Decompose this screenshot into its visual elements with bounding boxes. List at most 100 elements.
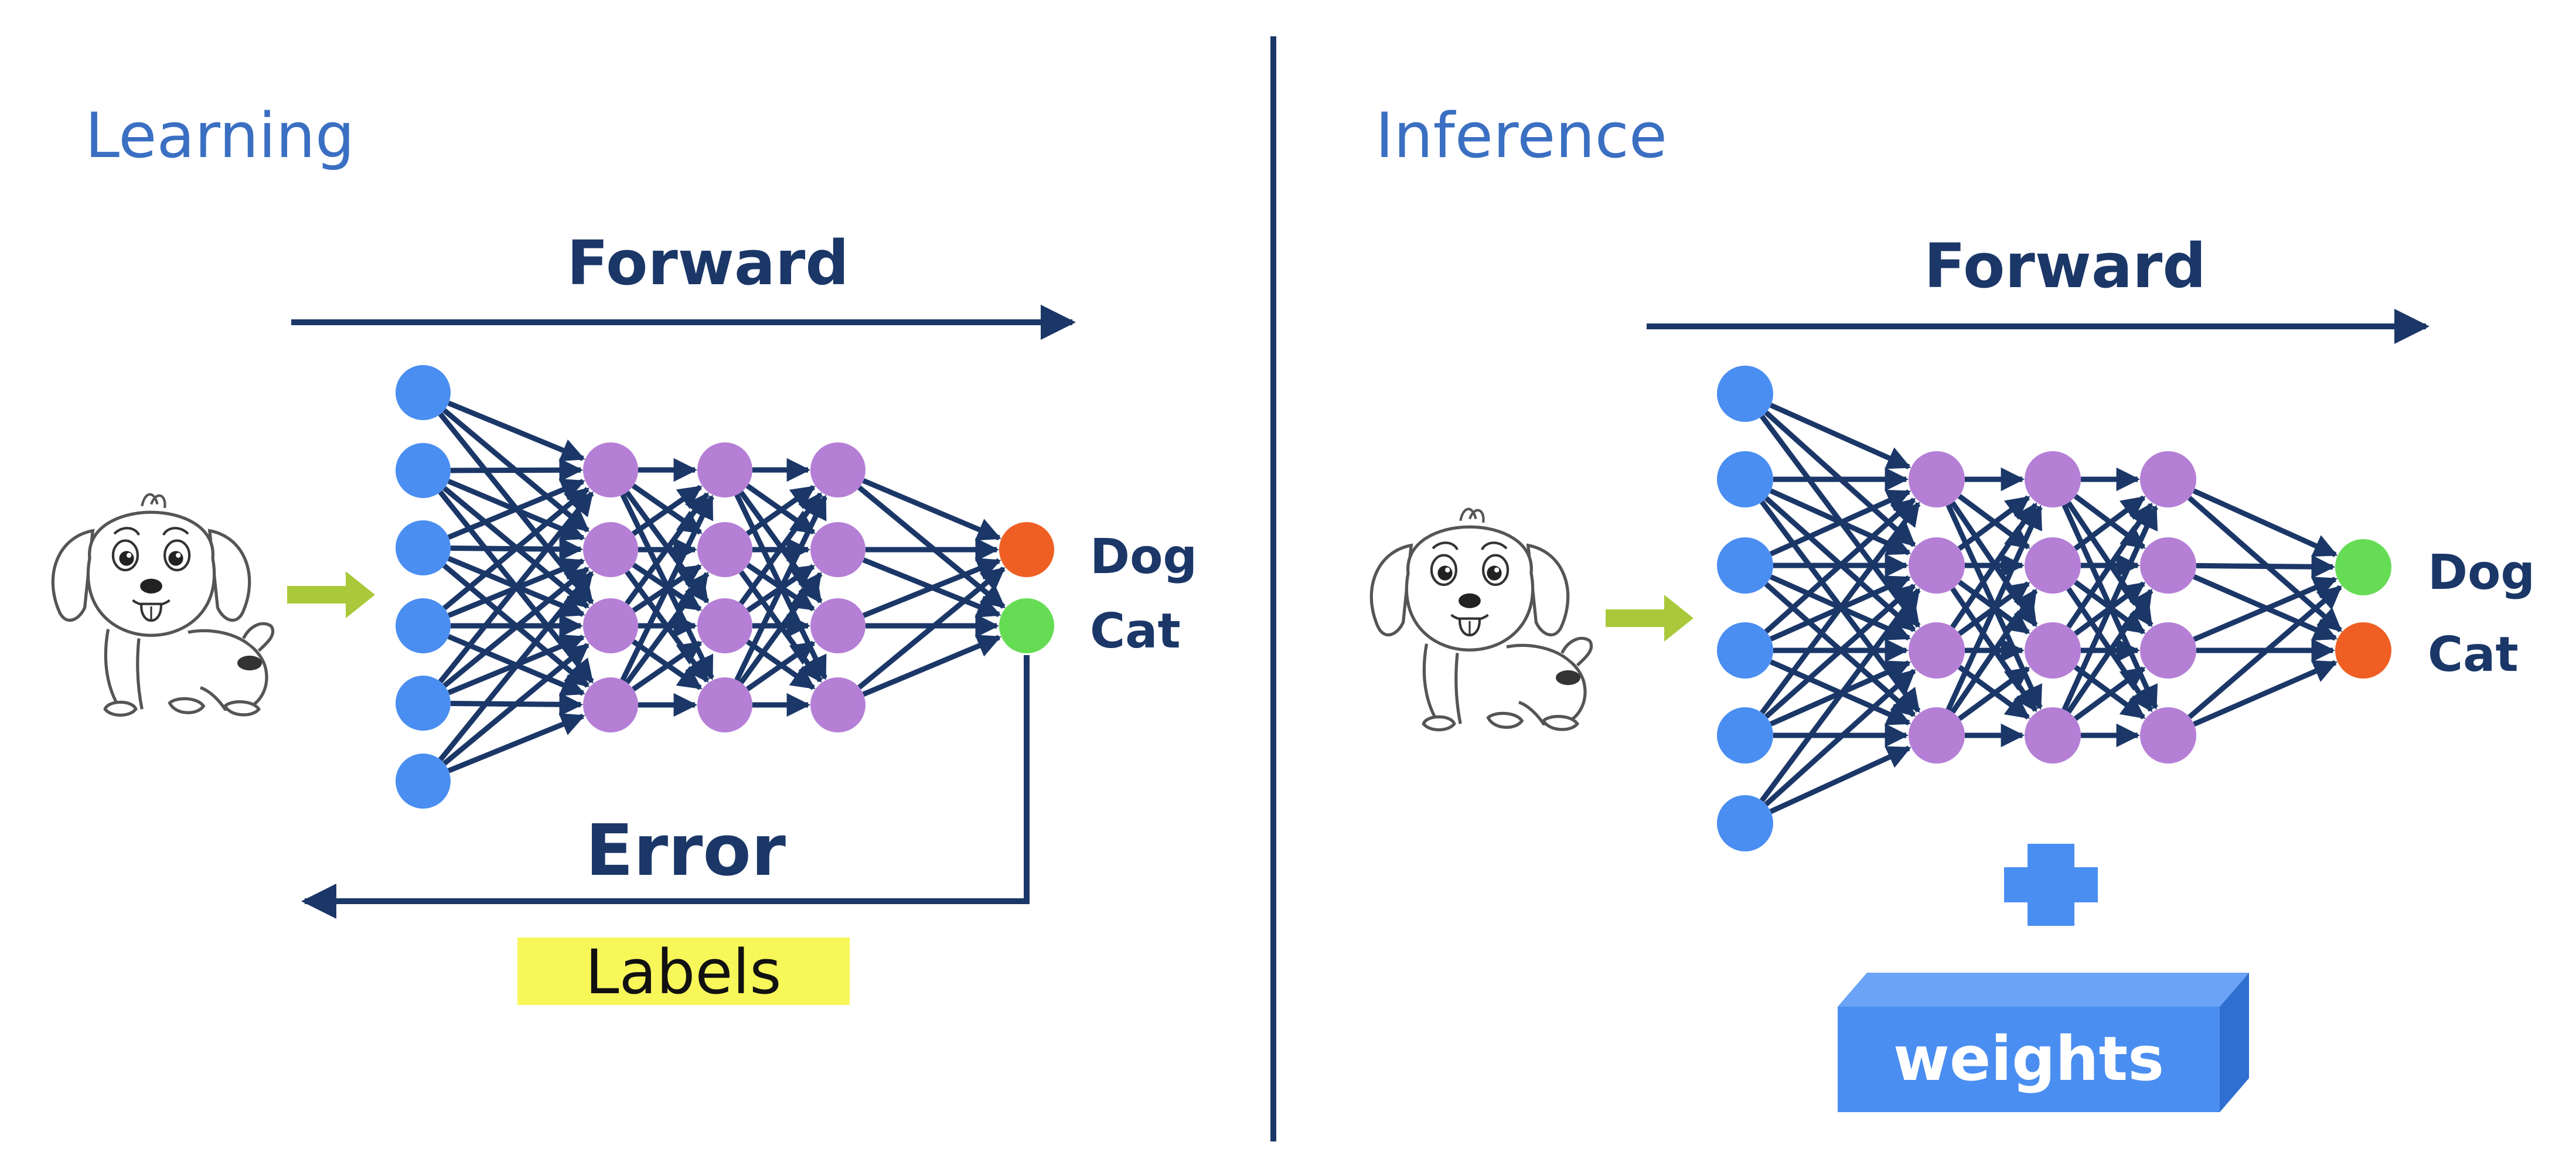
learning-forward-label: Forward [567,227,849,299]
learning-hidden-node [810,598,866,653]
learning-network-edges [438,400,1006,773]
inference-hidden-node [2140,707,2196,764]
inference-network-nodes [1717,366,2391,851]
learning-input-arrow [287,571,375,618]
inference-edge [2187,585,2342,720]
inference-edge [2192,488,2338,557]
learning-edge [450,458,584,482]
learning-input-node [396,754,451,809]
learning-dog-icon [53,495,272,715]
learning-edge [862,478,1001,541]
learning-heading: Learning [85,100,355,172]
inference-hidden-node [2025,707,2081,764]
learning-edge [438,571,594,762]
inference-heading: Inference [1375,100,1667,172]
inference-dog-icon [1371,509,1591,730]
inference-hidden-node [2025,622,2081,679]
learning-edge [438,491,594,684]
learning-input-node [396,443,451,498]
learning-output-label-dog: Dog [1090,529,1197,585]
learning-edge [447,713,585,773]
inference-hidden-node [2140,537,2196,594]
inference-hidden-node [1909,707,1965,764]
inference-network-edges [1760,403,2342,814]
labels-highlight-box [517,938,850,1005]
learning-hidden-node [583,598,638,653]
learning-edge [857,566,1006,690]
learning-edge [442,487,590,611]
inference-edge [1769,745,1911,814]
inference-input-arrow [1606,595,1694,642]
inference-edge [2066,588,2154,714]
inference-edge [1764,669,1916,807]
inference-edge [1760,588,1921,803]
learning-hidden-node [697,677,752,732]
inference-edge [2196,554,2336,579]
learning-error-label: Error [585,810,786,892]
inference-output-label-cat: Cat [2428,627,2519,683]
learning-edge [625,571,710,684]
learning-edge [442,566,590,688]
learning-input-node [396,520,451,575]
inference-input-node [1717,366,1773,422]
learning-hidden-node [810,677,866,732]
learning-hidden-node [583,442,638,497]
inference-edge [1945,505,2043,711]
inference-edge [2193,660,2338,727]
inference-hidden-node [1909,622,1965,679]
learning-hidden-node [810,522,866,577]
learning-hidden-node [697,522,752,577]
learning-edge [442,643,590,766]
weights-box-text: weights [1893,1023,2164,1095]
learning-hidden-node [583,677,638,732]
learning-hidden-node [697,442,752,497]
inference-input-node [1717,537,1773,594]
inference-output-node-dog [2335,539,2391,595]
inference-edge [2073,666,2146,721]
learning-hidden-node [697,598,752,653]
learning-input-node [396,598,451,653]
learning-hidden-node [810,442,866,497]
inference-edge [1958,666,2030,721]
inference-output-node-cat [2335,622,2391,679]
inference-hidden-node [2025,537,2081,594]
inference-edge [2062,505,2158,711]
weights-box: weights [1838,973,2249,1112]
inference-edge [1769,403,1911,469]
learning-edge [734,495,827,681]
inference-edge [1950,588,2038,714]
learning-hidden-node [583,522,638,577]
inference-input-node [1717,622,1773,679]
learning-edge [447,478,585,540]
inference-hidden-node [1909,537,1965,594]
learning-output-node-dog [999,522,1054,577]
inference-input-node [1717,707,1773,764]
learning-output-node-cat [999,598,1054,653]
learning-edge [632,640,703,691]
learning-edge [745,640,816,691]
learning-output-label-cat: Cat [1090,604,1181,659]
inference-hidden-node [2140,622,2196,679]
learning-edge [447,400,585,462]
inference-forward-label: Forward [1924,230,2206,302]
learning-error-arrow [301,655,1030,919]
learning-edge [620,495,714,681]
inference-output-label-dog: Dog [2428,545,2535,601]
learning-input-node [396,365,451,420]
learning-edge [862,557,1001,618]
inference-panel: Inference Forward Dog Cat weights [1371,100,2535,1112]
inference-input-node [1717,451,1773,507]
learning-network-nodes [396,365,1054,809]
learning-edge [739,571,823,684]
learning-panel: Learning Forward Dog Cat Error Labels [53,100,1197,1008]
inference-edge [1760,502,1921,715]
inference-edge [1769,489,1911,557]
learning-input-node [396,676,451,731]
inference-edge [1764,497,1916,634]
labels-box-text: Labels [585,936,782,1008]
inference-edge [1764,584,1916,719]
plus-icon [2004,844,2098,926]
inference-hidden-node [2025,451,2081,507]
learning-edge [862,635,1001,697]
